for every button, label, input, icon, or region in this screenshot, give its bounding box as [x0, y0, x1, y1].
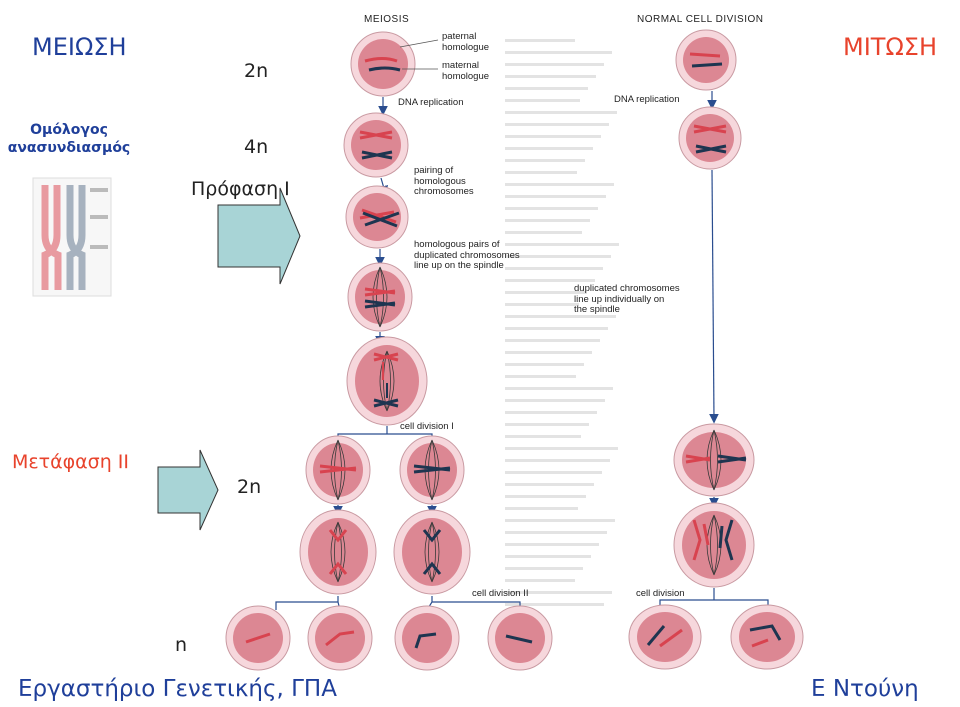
mitosis-title: ΜΙΤΩΣΗ	[843, 33, 937, 61]
meiosis-cell-6a	[305, 435, 371, 505]
background-text-line	[505, 147, 593, 150]
background-text-line	[505, 435, 581, 438]
background-text-line	[505, 555, 591, 558]
background-text-line	[505, 327, 608, 330]
background-text-line	[505, 447, 618, 450]
background-text-line	[505, 471, 602, 474]
background-text-line	[505, 339, 600, 342]
background-text-line	[505, 255, 611, 258]
background-text-line	[505, 183, 614, 186]
mitosis-cell-2	[678, 106, 742, 170]
crossover-inset-image	[32, 177, 112, 297]
mitosis-daughter-1	[628, 604, 702, 670]
background-text-line	[505, 231, 582, 234]
background-text-line	[505, 267, 603, 270]
background-text-line	[505, 171, 577, 174]
background-text-line	[505, 519, 615, 522]
background-text-line	[505, 423, 589, 426]
cell-division-2-label: cell division II	[472, 588, 529, 599]
background-text-line	[505, 591, 612, 594]
meiosis-cell-4	[347, 262, 413, 332]
background-text-line	[505, 39, 575, 42]
gamete-cell-3	[394, 605, 460, 671]
background-text-line	[505, 207, 598, 210]
background-text-line	[505, 315, 616, 318]
ploidy-2n-top: 2n	[244, 60, 269, 82]
background-text-line	[505, 279, 595, 282]
footer-author: Ε Ντούνη	[811, 676, 919, 702]
background-text-line	[505, 75, 596, 78]
mitosis-cell-3	[673, 423, 755, 497]
gamete-cell-2	[307, 605, 373, 671]
background-text-line	[505, 603, 604, 606]
background-text-line	[505, 399, 605, 402]
meiosis-cell-1	[350, 31, 416, 97]
background-text-line	[505, 243, 619, 246]
ploidy-2n-mid: 2n	[237, 476, 262, 498]
meiosis-cell-6b	[399, 435, 465, 505]
dna-replication-meiosis-label: DNA replication	[398, 97, 464, 108]
footer-lab-name: Εργαστήριο Γενετικής, ΓΠΑ	[18, 676, 337, 702]
mitosis-cell-4	[673, 502, 755, 588]
prophase-label: Πρόφαση Ι	[191, 178, 290, 200]
metaphase-arrow	[157, 449, 219, 531]
background-text-line	[505, 363, 584, 366]
background-text-line	[505, 543, 599, 546]
gamete-cell-4	[487, 605, 553, 671]
background-text-line	[505, 303, 579, 306]
dna-replication-mitosis-label: DNA replication	[614, 94, 680, 105]
background-text-line	[505, 459, 610, 462]
ploidy-4n: 4n	[244, 136, 269, 158]
mitosis-heading: NORMAL CELL DIVISION	[637, 14, 764, 25]
metaphase-label: Μετάφαση ΙΙ	[12, 451, 130, 473]
background-text-line	[505, 111, 617, 114]
background-text-line	[505, 135, 601, 138]
mitosis-cell-1	[675, 29, 737, 91]
background-text-line	[505, 159, 585, 162]
background-text-line	[505, 495, 586, 498]
meiosis-cell-2	[343, 112, 409, 178]
background-text-line	[505, 219, 590, 222]
background-text-line	[505, 123, 609, 126]
meiosis-cell-5	[346, 336, 428, 426]
meiosis-heading: MEIOSIS	[364, 14, 410, 25]
prophase-arrow	[217, 187, 301, 285]
background-text-line	[505, 63, 604, 66]
background-text-line	[505, 387, 613, 390]
gamete-cell-1	[225, 605, 291, 671]
background-text-line	[505, 87, 588, 90]
background-text-strip	[505, 30, 620, 615]
background-text-line	[505, 531, 607, 534]
background-text-line	[505, 579, 575, 582]
background-text-line	[505, 291, 587, 294]
meiosis-cell-7b	[393, 509, 471, 595]
background-text-line	[505, 99, 580, 102]
background-text-line	[505, 411, 597, 414]
background-text-line	[505, 51, 612, 54]
ploidy-n: n	[175, 634, 188, 656]
background-text-line	[505, 507, 578, 510]
meiosis-cell-3	[345, 185, 409, 249]
background-text-line	[505, 375, 576, 378]
meiosis-title: ΜΕΙΩΣΗ	[32, 33, 127, 61]
background-text-line	[505, 195, 606, 198]
cell-division-1-label: cell division I	[400, 421, 454, 432]
background-text-line	[505, 567, 583, 570]
cell-division-label: cell division	[636, 588, 685, 599]
mitosis-daughter-2	[730, 604, 804, 670]
background-text-line	[505, 483, 594, 486]
background-text-line	[505, 351, 592, 354]
meiosis-cell-7a	[299, 509, 377, 595]
